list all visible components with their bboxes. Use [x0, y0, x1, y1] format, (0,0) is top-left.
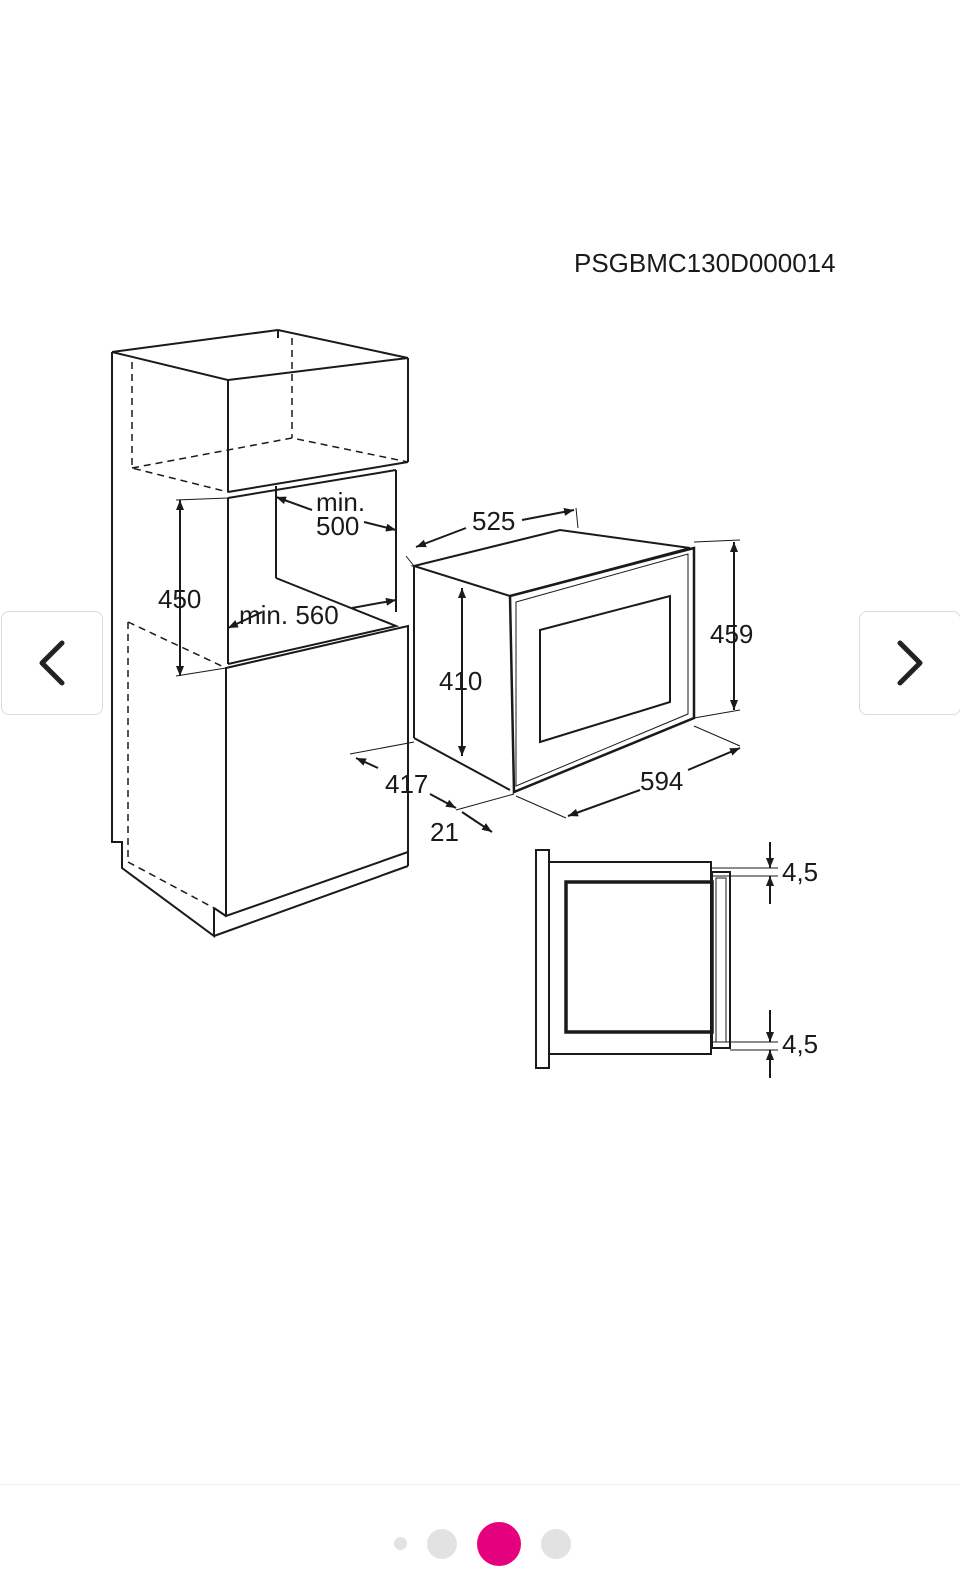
product-code: PSGBMC130D000014 — [574, 248, 836, 278]
side-view-drawing — [535, 849, 778, 1069]
pager-dot-3[interactable] — [477, 1522, 521, 1566]
appliance-body-depth-value: 417 — [385, 769, 428, 799]
cabinet-drawing — [111, 328, 409, 938]
next-image-button[interactable] — [859, 611, 960, 715]
side-view-bottom-gap-value: 4,5 — [782, 1029, 818, 1059]
cabinet-min-depth-value: 500 — [316, 511, 359, 541]
pager-dot-4[interactable] — [541, 1529, 571, 1559]
cabinet-min-depth-label: min. — [316, 487, 365, 517]
appliance-width-value: 594 — [640, 766, 683, 796]
chevron-left-icon — [39, 640, 65, 686]
cabinet-height-value: 450 — [158, 584, 201, 614]
image-pager — [0, 1485, 960, 1570]
appliance-door-thickness-value: 21 — [430, 817, 459, 847]
pager-dot-1[interactable] — [394, 1537, 407, 1550]
appliance-front-height-value: 459 — [710, 619, 753, 649]
appliance-body-height-value: 410 — [439, 666, 482, 696]
installation-diagram: PSGBMC130D000014 — [111, 248, 836, 1078]
chevron-right-icon — [897, 640, 923, 686]
appliance-depth-value: 525 — [472, 506, 515, 536]
appliance-drawing — [405, 528, 696, 794]
pager-divider — [0, 1484, 960, 1485]
image-viewer: PSGBMC130D000014 — [1, 248, 960, 1078]
cabinet-min-width-value: min. 560 — [239, 600, 339, 630]
pager-dot-2[interactable] — [427, 1529, 457, 1559]
side-view-top-gap-value: 4,5 — [782, 857, 818, 887]
previous-image-button[interactable] — [1, 611, 103, 715]
